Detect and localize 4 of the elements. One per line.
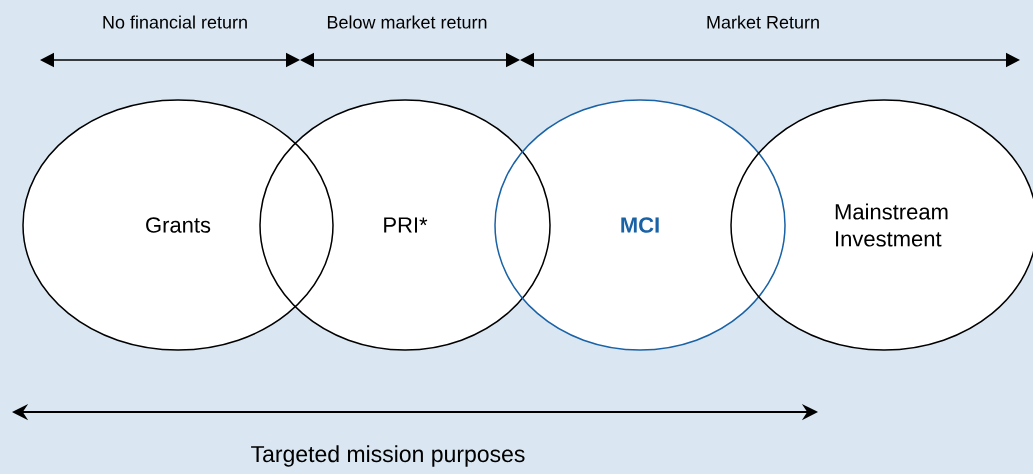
range-label: No financial return [103, 15, 247, 29]
range-label: Market Return [707, 15, 819, 29]
range-label: Below market return [327, 15, 487, 29]
range-label: Targeted mission purposes [251, 445, 525, 467]
